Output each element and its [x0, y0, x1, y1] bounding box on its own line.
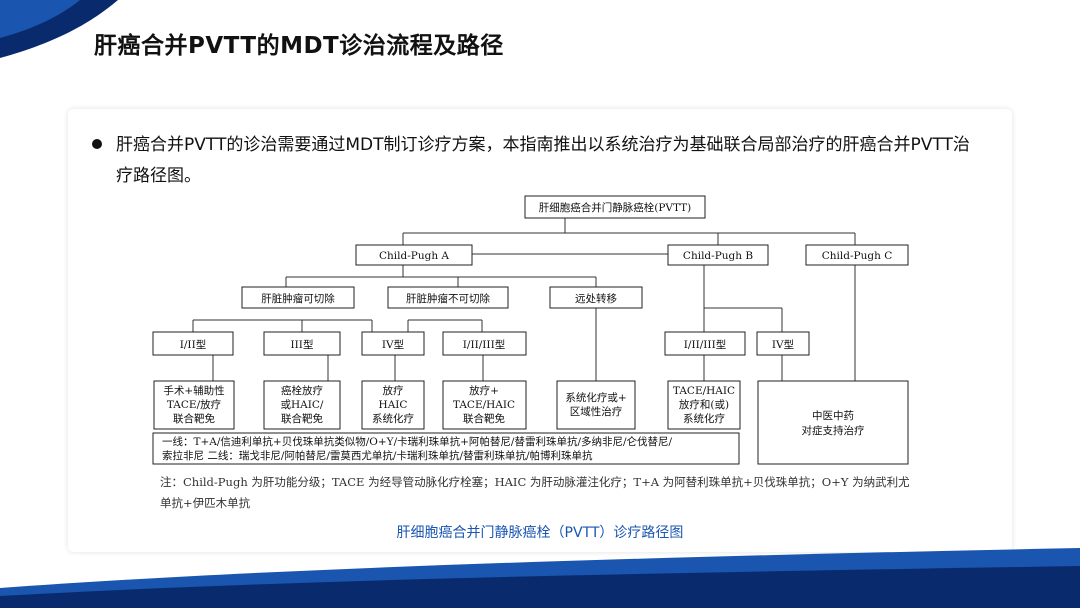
node-resectable: 肝脏肿瘤可切除: [241, 286, 355, 309]
treatment-4-line-2: TACE/HAIC: [453, 399, 515, 411]
node-treatment-6: TACE/HAIC 放疗和(或) 系统化疗: [667, 380, 741, 430]
type-3-label: IV型: [382, 338, 404, 351]
treatment-1-line-2: TACE/放疗: [167, 398, 222, 411]
child-pugh-a-label: Child-Pugh A: [379, 250, 449, 262]
node-treatment-5: 系统化疗或+ 区域性治疗: [556, 380, 636, 430]
treatment-2-line-3: 联合靶免: [281, 412, 323, 425]
treatment-3-line-1: 放疗: [383, 384, 404, 397]
treatment-7-line-2: 对症支持治疗: [802, 424, 865, 437]
node-child-pugh-c: Child-Pugh C: [805, 244, 909, 266]
treatment-1-line-3: 联合靶免: [173, 412, 215, 425]
node-treatment-4: 放疗+ TACE/HAIC 联合靶免: [442, 380, 527, 430]
treatment-2-line-1: 癌栓放疗: [281, 384, 323, 397]
treatment-5-line-2: 区域性治疗: [570, 405, 623, 418]
treatment-6-line-3: 系统化疗: [683, 412, 725, 425]
node-root-label: 肝细胞癌合并门静脉癌栓(PVTT): [539, 201, 692, 214]
treatment-5-line-1: 系统化疗或+: [565, 391, 626, 404]
child-pugh-b-label: Child-Pugh B: [683, 250, 753, 262]
node-systemic-therapy: 一线：T+A/信迪利单抗+贝伐珠单抗类似物/O+Y/卡瑞利珠单抗+阿帕替尼/替雷…: [152, 432, 740, 465]
type-6-label: IV型: [772, 338, 794, 351]
corner-decoration: [0, 0, 118, 58]
type-1-label: I/II型: [180, 338, 206, 351]
resectable-label: 肝脏肿瘤可切除: [261, 292, 335, 305]
unresectable-label: 肝脏肿瘤不可切除: [406, 292, 490, 305]
bullet-dot: [92, 139, 102, 149]
node-treatment-2: 癌栓放疗 或HAIC/ 联合靶免: [263, 380, 341, 430]
page-title: 肝癌合并PVTT的MDT诊治流程及路径: [94, 33, 504, 59]
bottom-wave-decoration: [0, 548, 1080, 608]
type-2-label: III型: [291, 338, 314, 351]
intro-text: 肝癌合并PVTT的诊治需要通过MDT制订诊疗方案，本指南推出以系统治疗为基础联合…: [116, 135, 970, 186]
node-type-5: I/II/III型: [664, 331, 746, 356]
node-type-3: IV型: [361, 331, 425, 356]
footnote: 注：Child-Pugh 为肝功能分级；TACE 为经导管动脉化疗栓塞；HAIC…: [160, 475, 910, 510]
type-5-label: I/II/III型: [684, 338, 726, 351]
treatment-3-line-3: 系统化疗: [372, 412, 414, 425]
node-type-2: III型: [263, 331, 341, 356]
treatment-6-line-2: 放疗和(或): [679, 398, 729, 411]
treatment-6-line-1: TACE/HAIC: [673, 385, 735, 397]
treatment-3-line-2: HAIC: [379, 399, 408, 411]
node-treatment-3: 放疗 HAIC 系统化疗: [361, 380, 425, 430]
treatment-1-line-1: 手术+辅助性: [163, 384, 224, 397]
distant-metastasis-label: 远处转移: [575, 292, 617, 305]
type-4-label: I/II/III型: [463, 338, 505, 351]
treatment-7-line-1: 中医中药: [812, 409, 854, 422]
node-type-6: IV型: [756, 331, 810, 356]
treatment-4-line-1: 放疗+: [469, 384, 499, 397]
first-line-text: 一线：T+A/信迪利单抗+贝伐珠单抗类似物/O+Y/卡瑞利珠单抗+阿帕替尼/替雷…: [162, 435, 673, 448]
pvtt-flowchart: 肝细胞癌合并门静脉癌栓(PVTT) Child-Pugh A Child-Pug…: [152, 195, 909, 465]
node-treatment-7: 中医中药 对症支持治疗: [757, 380, 909, 465]
second-line-text: 索拉非尼 二线：瑞戈非尼/阿帕替尼/雷莫西尤单抗/卡瑞利珠单抗/替雷利珠单抗/帕…: [162, 449, 593, 462]
node-child-pugh-b: Child-Pugh B: [667, 244, 769, 266]
node-treatment-1: 手术+辅助性 TACE/放疗 联合靶免: [153, 380, 235, 430]
figure-caption: 肝细胞癌合并门静脉癌栓（PVTT）诊疗路径图: [396, 525, 684, 541]
node-type-1: I/II型: [152, 331, 234, 356]
node-distant-metastasis: 远处转移: [549, 286, 643, 309]
node-child-pugh-a: Child-Pugh A: [355, 244, 473, 266]
treatment-4-line-3: 联合靶免: [463, 412, 505, 425]
connectors: [192, 218, 856, 407]
node-type-4: I/II/III型: [442, 331, 527, 356]
child-pugh-c-label: Child-Pugh C: [822, 250, 892, 262]
node-unresectable: 肝脏肿瘤不可切除: [387, 286, 509, 309]
node-root: 肝细胞癌合并门静脉癌栓(PVTT): [524, 195, 706, 219]
treatment-2-line-2: 或HAIC/: [281, 399, 324, 411]
